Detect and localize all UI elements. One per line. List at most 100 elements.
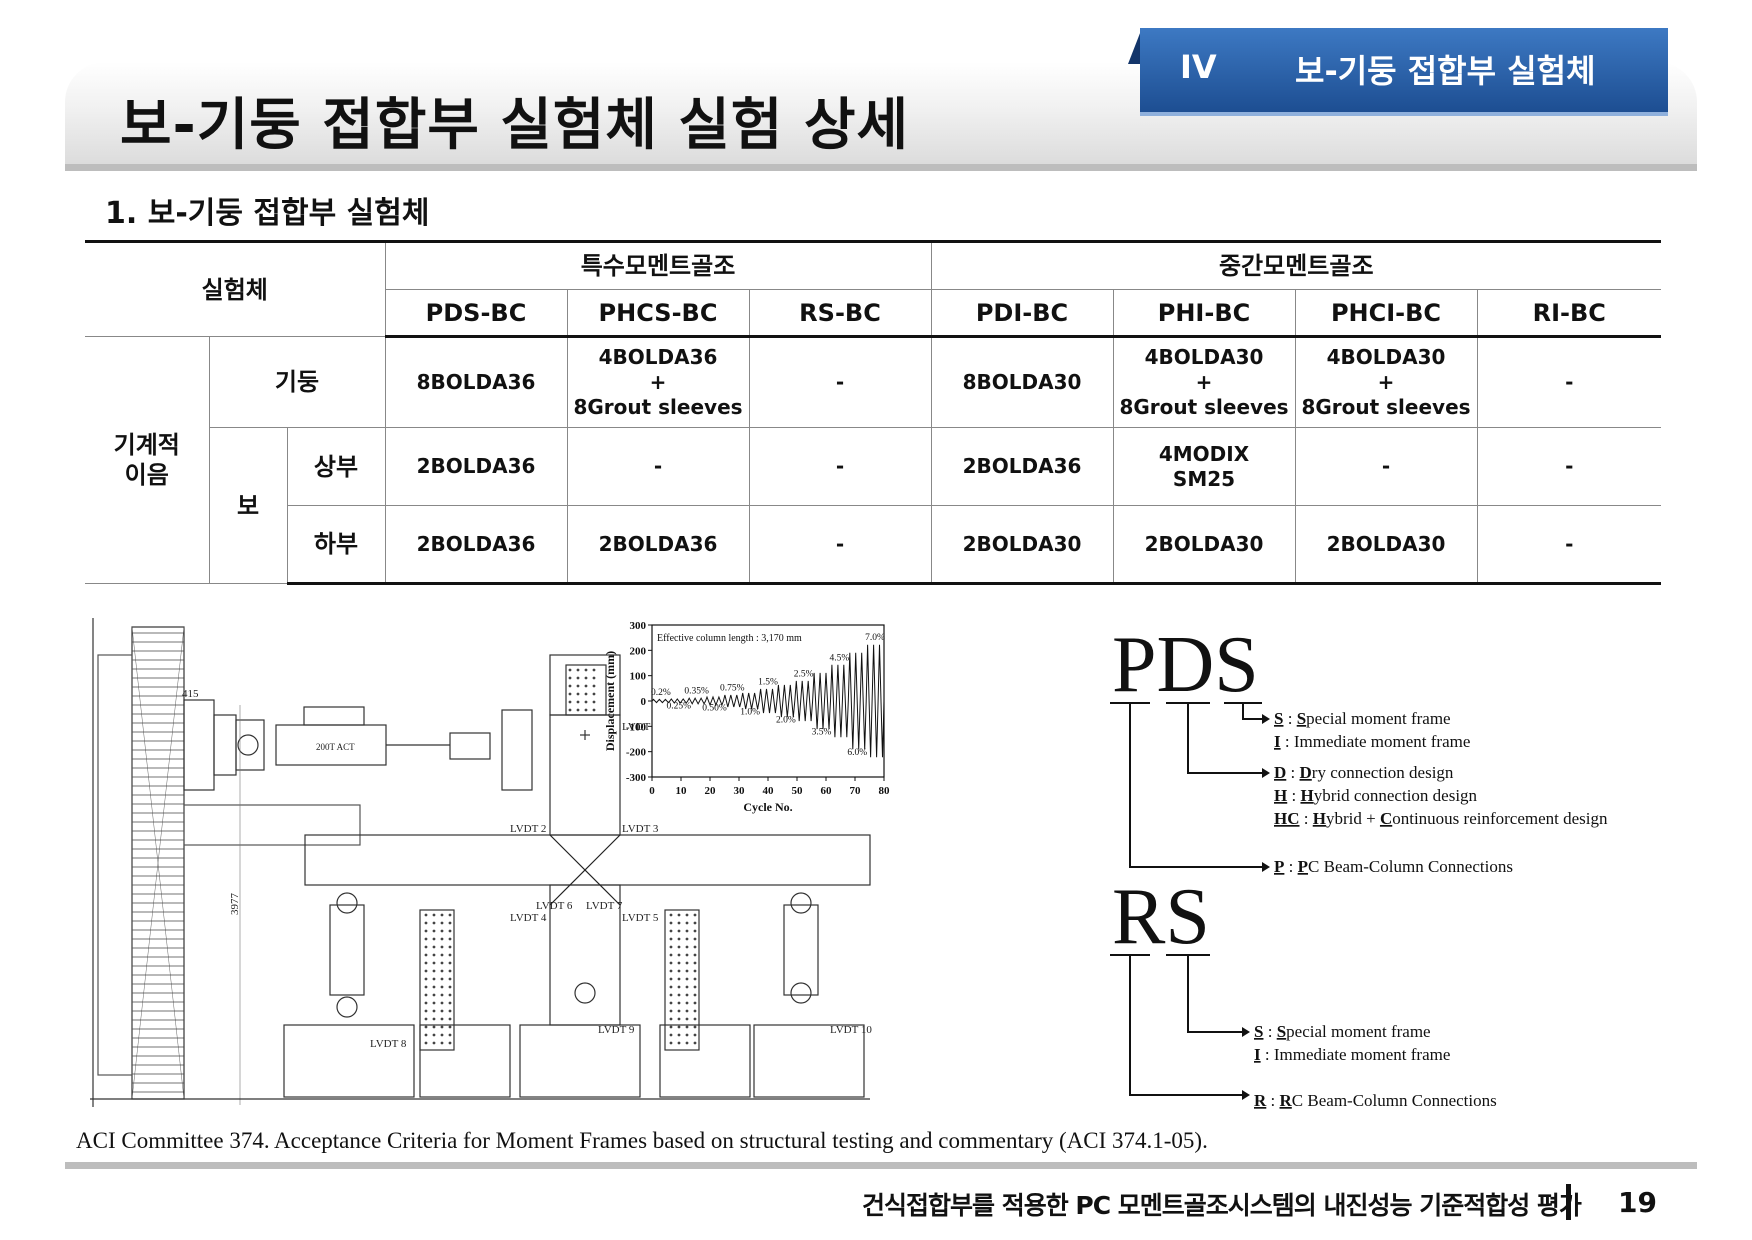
- table-cell: -: [1476, 336, 1661, 428]
- table-cell: 2BOLDA30: [1112, 505, 1296, 585]
- y-tick-label: -200: [626, 747, 647, 759]
- column-header: RS-BC: [748, 289, 932, 338]
- table-cell: 2BOLDA30: [1294, 505, 1478, 585]
- drift-label: 0.75%: [720, 683, 745, 693]
- legend-item: H : Hybrid connection design: [1274, 786, 1478, 805]
- x-axis-label: Cycle No.: [743, 800, 792, 814]
- drift-label: 0.2%: [651, 688, 671, 698]
- section-tab: [1140, 28, 1668, 116]
- lvdt-label: LVDT 8: [370, 1038, 407, 1050]
- table-cell: -: [1476, 427, 1661, 506]
- table-cell: 4MODIX SM25: [1112, 427, 1296, 506]
- pds-word: PDS: [1112, 625, 1259, 709]
- legend-item: P : PC Beam-Column Connections: [1274, 857, 1513, 876]
- column-header: PDI-BC: [930, 289, 1114, 338]
- legend-item: HC : Hybrid + Continuous reinforcement d…: [1274, 809, 1608, 828]
- footer-divider: [1566, 1184, 1571, 1220]
- section-name: 보-기둥 접합부 실험체: [1295, 52, 1596, 90]
- legend-leaders: [1110, 702, 1262, 1096]
- lvdt-label: LVDT 5: [622, 912, 659, 924]
- section-number: IV: [1180, 48, 1217, 86]
- table-cell: 8BOLDA36: [384, 336, 568, 428]
- y-axis-label: Displacement (mm): [603, 651, 617, 751]
- x-tick-label: 10: [676, 785, 688, 797]
- drift-label: 3.5%: [812, 728, 832, 738]
- lvdt-label: LVDT 10: [830, 1024, 872, 1036]
- column-header: PHCI-BC: [1294, 289, 1478, 338]
- legend-item: S : Special moment frame: [1254, 1022, 1431, 1041]
- lvdt-label: LVDT 2: [510, 823, 546, 835]
- column-header: RI-BC: [1476, 289, 1661, 338]
- pds-definitions: S : Special moment frame I : Immediate m…: [1274, 709, 1608, 876]
- naming-legend: PDS RS S : Special moment frame I : Imme…: [1110, 625, 1608, 1110]
- sub-heading: 1. 보-기둥 접합부 실험체: [105, 196, 430, 231]
- dimension-3977: 3977: [229, 893, 241, 916]
- page-title: 보-기둥 접합부 실험체 실험 상세: [120, 93, 909, 158]
- y-tick-label: -100: [626, 721, 647, 733]
- table-cell: 8BOLDA30: [930, 336, 1114, 428]
- y-tick-label: 300: [630, 620, 647, 632]
- drift-label: 7.0%: [865, 633, 885, 643]
- table-cell: 2BOLDA36: [384, 505, 568, 585]
- protocol-series-line: [651, 644, 885, 758]
- x-tick-label: 40: [763, 785, 775, 797]
- table-cell: -: [1294, 427, 1478, 506]
- rs-word: RS: [1112, 873, 1210, 961]
- x-tick-label: 30: [734, 785, 746, 797]
- table-cell: -: [748, 427, 932, 506]
- y-tick-label: 100: [630, 671, 647, 683]
- header-group-special: 특수모멘트골조: [384, 240, 932, 290]
- header-group-intermediate: 중간모멘트골조: [930, 240, 1661, 290]
- x-tick-label: 60: [821, 785, 833, 797]
- x-tick-label: 20: [705, 785, 717, 797]
- test-setup-figure: 415 3977 200T ACT LVDT 1 LVDT 2 LVDT 3 L…: [90, 618, 890, 1107]
- legend-arrowheads: [1242, 714, 1270, 1100]
- title-rule: [65, 164, 1697, 171]
- lvdt-label: LVDT 9: [598, 1024, 635, 1036]
- table-cell: 2BOLDA36: [384, 427, 568, 506]
- table-cell: -: [566, 427, 750, 506]
- drift-label: 0.35%: [684, 687, 709, 697]
- y-tick-label: 0: [641, 696, 647, 708]
- row-label-beam-bottom: 하부: [287, 505, 386, 585]
- setup-drawing: [90, 618, 871, 1107]
- table-cell: -: [748, 505, 932, 585]
- table-cell: -: [1476, 505, 1661, 585]
- table-cell: 2BOLDA30: [930, 505, 1114, 585]
- footer-title: 건식접합부를 적용한 PC 모멘트골조시스템의 내진성능 기준적합성 평가: [862, 1191, 1582, 1220]
- x-tick-label: 70: [850, 785, 862, 797]
- table-cell: 4BOLDA36 + 8Grout sleeves: [566, 336, 750, 428]
- drift-label: 6.0%: [847, 748, 867, 758]
- drift-label: 0.25%: [666, 702, 691, 712]
- lvdt-label: LVDT 7: [586, 900, 623, 912]
- drift-label: 1.0%: [740, 708, 760, 718]
- y-tick-label: -300: [626, 772, 647, 784]
- row-label-beam-top: 상부: [286, 427, 386, 506]
- actuator-label: 200T ACT: [316, 742, 355, 752]
- lvdt-label: LVDT 6: [536, 900, 573, 912]
- section-tab-notch: [1128, 28, 1142, 64]
- table-cell: 2BOLDA36: [566, 505, 750, 585]
- legend-item: I : Immediate moment frame: [1254, 1045, 1450, 1064]
- y-tick-label: 200: [630, 645, 647, 657]
- drift-label: 4.5%: [829, 653, 849, 663]
- drift-label: 2.5%: [794, 669, 814, 679]
- footer-rule: [65, 1162, 1697, 1169]
- table-cell: 2BOLDA36: [930, 427, 1114, 506]
- row-group-label: 기계적 이음: [85, 336, 210, 584]
- legend-item: S : Special moment frame: [1274, 709, 1451, 728]
- citation: ACI Committee 374. Acceptance Criteria f…: [76, 1128, 1208, 1153]
- dimension-415: 415: [182, 688, 199, 700]
- header-specimen: 실험체: [85, 240, 386, 337]
- specimen-table: 실험체 특수모멘트골조 중간모멘트골조 PDS-BC PHCS-BC RS-BC…: [85, 240, 1661, 585]
- row-label-beam: 보: [209, 427, 288, 584]
- lvdt-label: LVDT 1: [622, 721, 658, 733]
- drift-label: 1.5%: [758, 677, 778, 687]
- rs-definitions: S : Special moment frame I : Immediate m…: [1254, 1022, 1497, 1110]
- drift-label: 0.50%: [702, 704, 727, 714]
- x-tick-label: 0: [649, 785, 655, 797]
- x-tick-label: 50: [792, 785, 804, 797]
- legend-item: R : RC Beam-Column Connections: [1254, 1091, 1497, 1110]
- x-tick-label: 80: [879, 785, 891, 797]
